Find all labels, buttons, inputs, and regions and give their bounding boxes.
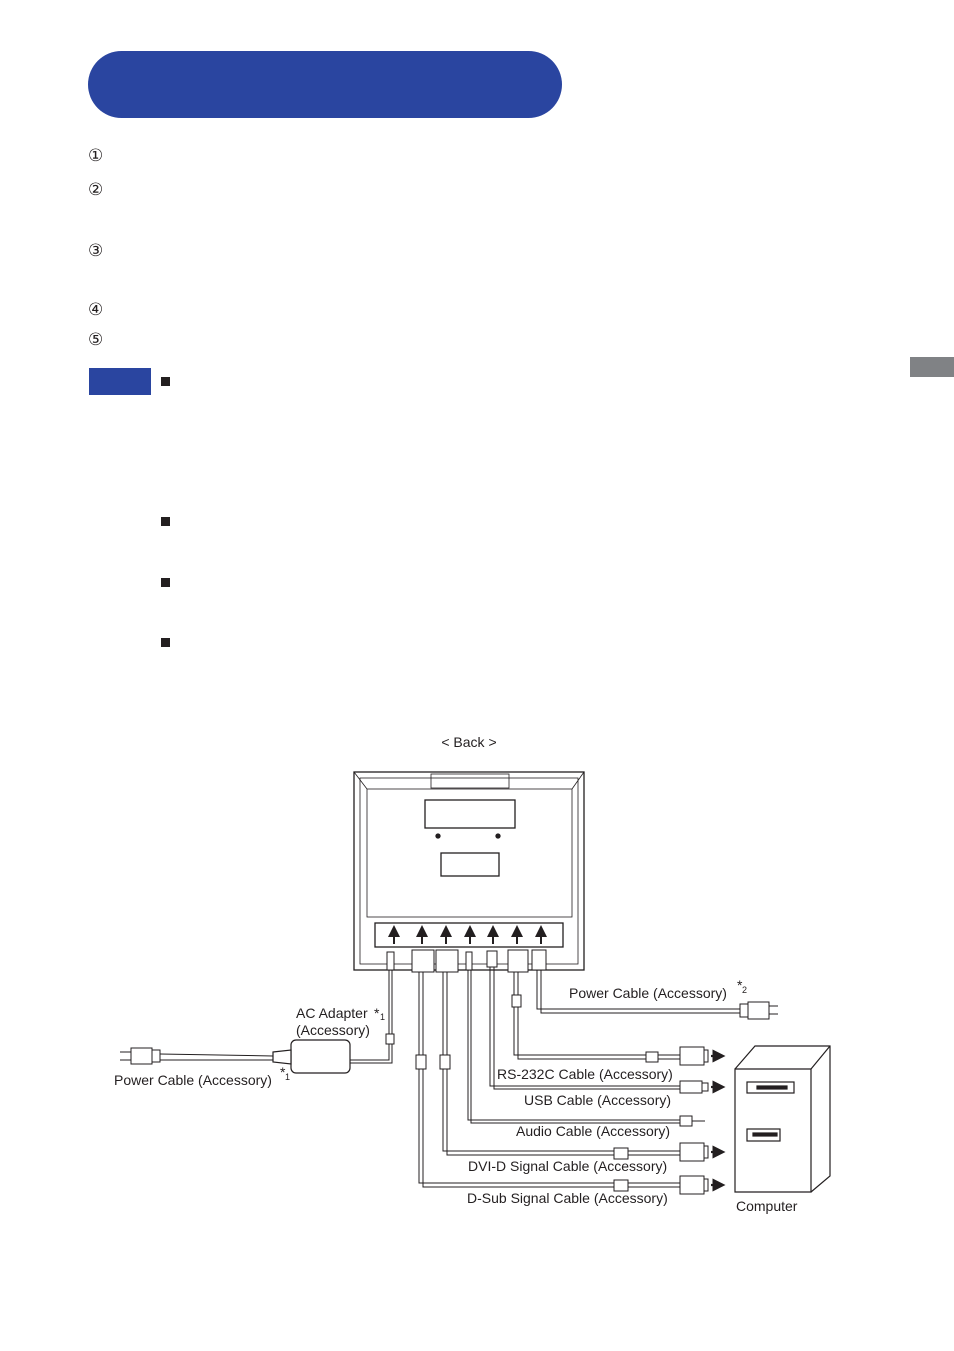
ac-adapter-brick <box>272 1039 351 1074</box>
rs232c-cable-label: RS-232C Cable (Accessory) <box>497 1066 673 1082</box>
section-title-banner <box>88 51 562 118</box>
step-3-number: ③ <box>88 241 104 261</box>
plug-icon <box>120 1047 161 1065</box>
power-cable-1-label: Power Cable (Accessory) <box>114 1072 272 1088</box>
monitor-connectors <box>386 949 547 973</box>
bullet-square <box>161 377 170 386</box>
ac-adapter-label: AC Adapter <box>296 1005 368 1021</box>
step-1-number: ① <box>88 146 104 166</box>
monitor-back <box>353 771 585 971</box>
step-4-number: ④ <box>88 300 104 320</box>
side-chapter-tab <box>910 357 954 377</box>
step-5-number: ⑤ <box>88 330 104 350</box>
to-computer-arrows <box>711 1049 726 1192</box>
footnote-number: 1 <box>285 1072 290 1082</box>
computer-label: Computer <box>736 1198 798 1214</box>
dvi-cable-label: DVI-D Signal Cable (Accessory) <box>468 1158 667 1174</box>
power-cable-2-label: Power Cable (Accessory) <box>569 985 727 1001</box>
computer-icon <box>734 1045 831 1193</box>
usb-cable-label: USB Cable (Accessory) <box>524 1092 671 1108</box>
step-2-number: ② <box>88 180 104 200</box>
footnote-mark: * <box>374 1005 380 1021</box>
port-arrows <box>388 925 547 944</box>
footnote-mark: * <box>737 977 743 993</box>
bullet-square <box>161 638 170 647</box>
dsub-cable-label: D-Sub Signal Cable (Accessory) <box>467 1190 668 1206</box>
note-tag <box>89 368 151 395</box>
bullet-square <box>161 517 170 526</box>
back-label: < Back > <box>441 734 496 750</box>
footnote-number: 2 <box>742 985 747 995</box>
bullet-square <box>161 578 170 587</box>
cable-end-connectors <box>679 1046 709 1195</box>
ac-adapter-accessory-label: (Accessory) <box>296 1022 370 1038</box>
plug-icon <box>739 1001 778 1020</box>
footnote-mark: * <box>280 1064 286 1080</box>
footnote-number: 1 <box>380 1012 385 1022</box>
cable-lines <box>159 967 740 1192</box>
audio-cable-label: Audio Cable (Accessory) <box>516 1123 670 1139</box>
